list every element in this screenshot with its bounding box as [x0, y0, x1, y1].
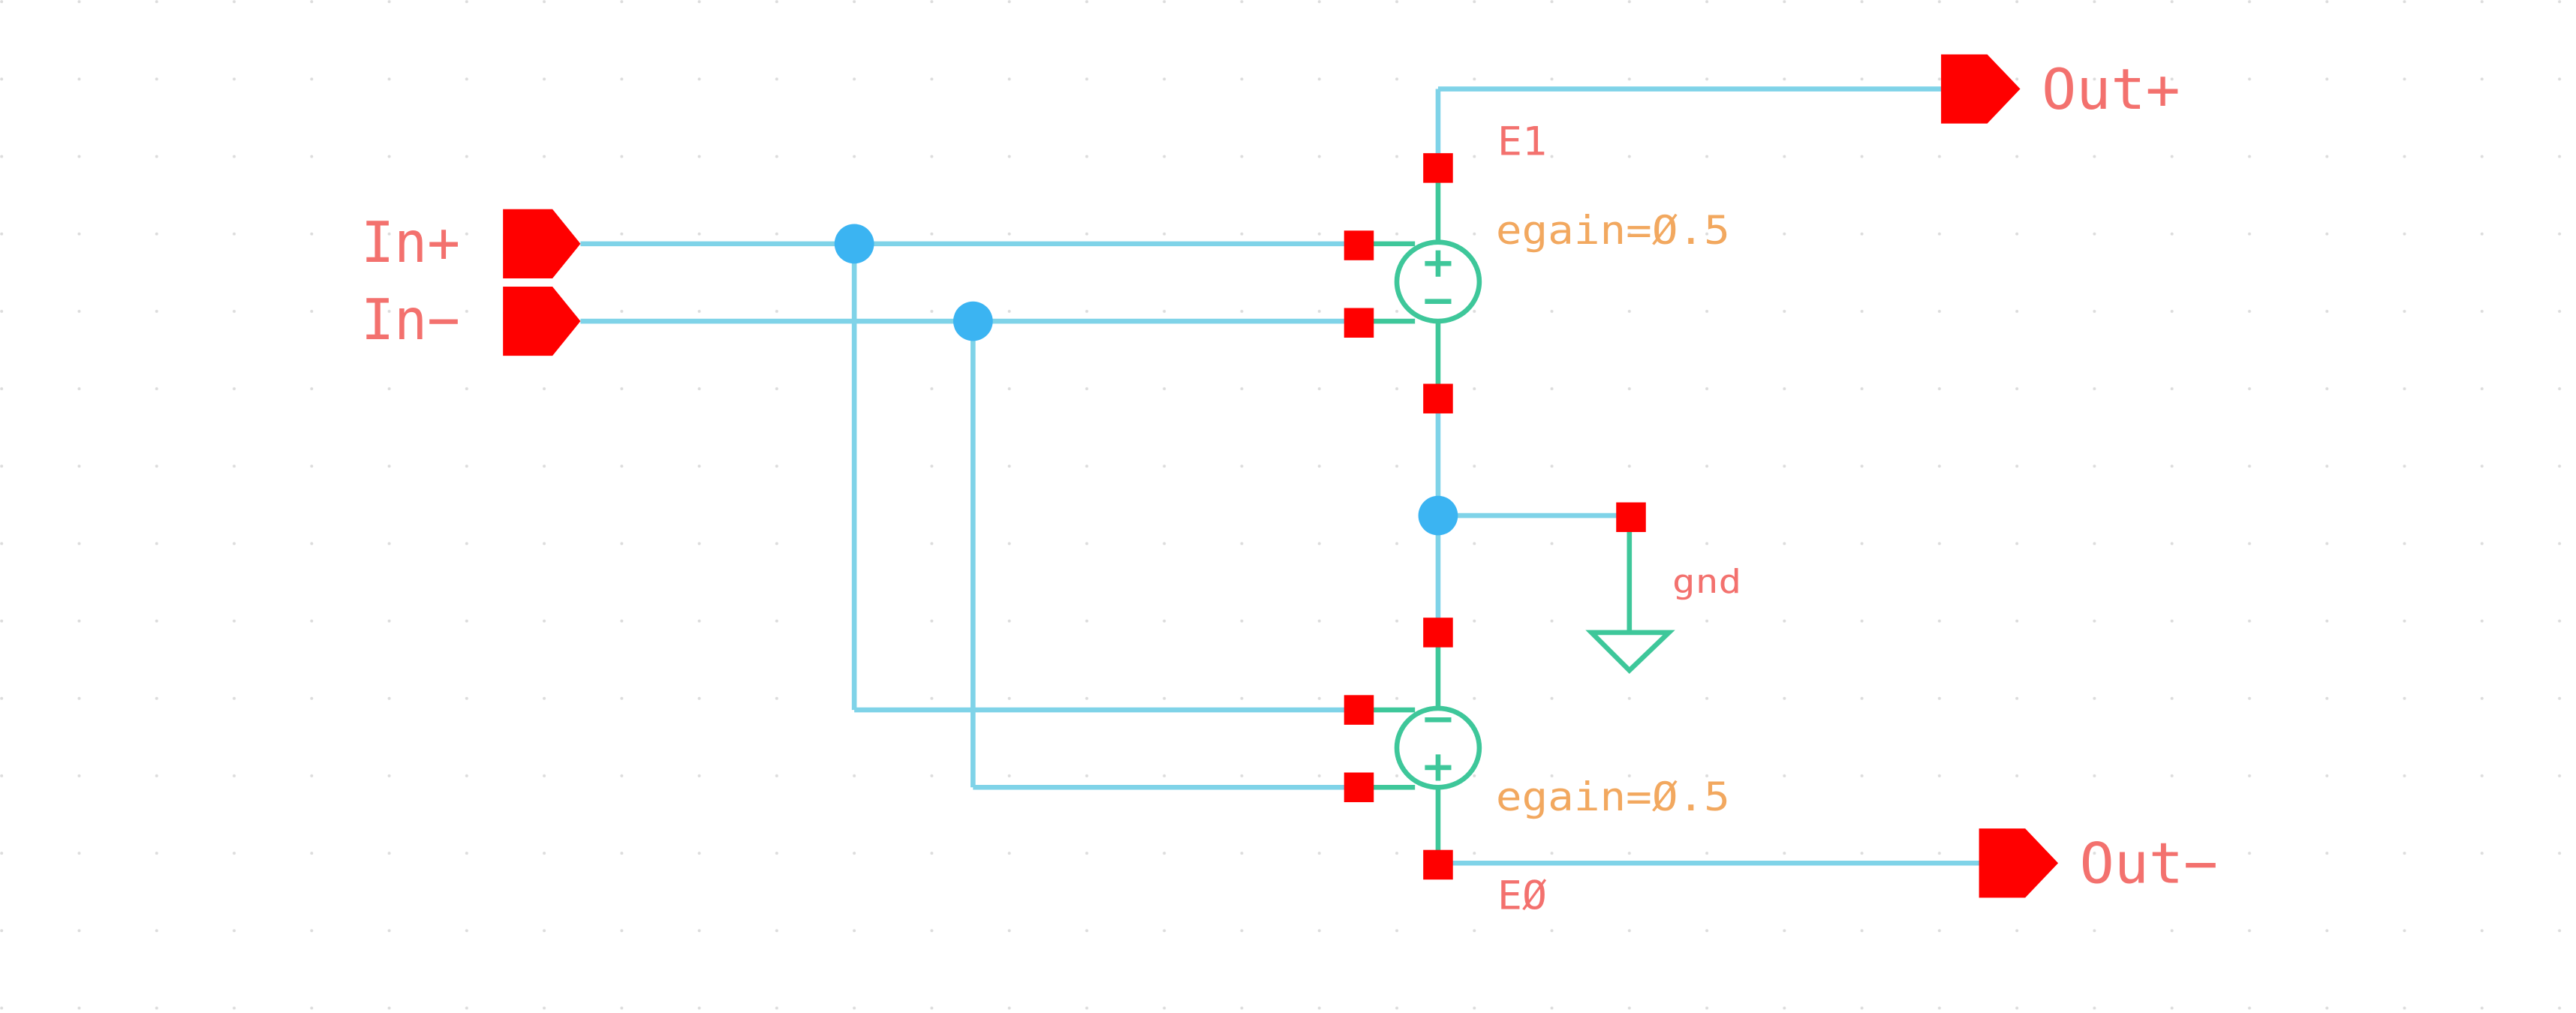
gnd-label: gnd — [1672, 563, 1741, 601]
pin-e1-ctrl-minus[interactable] — [1344, 308, 1374, 338]
pin-e1-out[interactable] — [1423, 153, 1453, 183]
pin-e0-ctrl-minus[interactable] — [1344, 695, 1374, 725]
port-out-plus-label: Out+ — [2042, 57, 2180, 122]
pin-e1-ref[interactable] — [1423, 383, 1453, 413]
e0-source-symbol — [1394, 705, 1482, 790]
pin-e0-out[interactable] — [1423, 849, 1453, 880]
junction-in-plus[interactable] — [834, 224, 874, 264]
pin-e0-ref[interactable] — [1423, 618, 1453, 648]
pin-e1-ctrl-plus[interactable] — [1344, 230, 1374, 260]
component-e1[interactable] — [1360, 166, 1482, 398]
junction-in-minus[interactable] — [952, 301, 993, 341]
pins — [1344, 153, 1646, 880]
e1-name-label: E1 — [1497, 119, 1547, 164]
e1-source-symbol — [1394, 239, 1482, 324]
junctions — [834, 224, 1458, 536]
e0-name-label: EØ — [1497, 873, 1547, 919]
ground-symbol[interactable] — [1585, 530, 1675, 675]
port-out-minus-label: Out− — [2080, 831, 2219, 897]
e1-gain-label: egain=Ø.5 — [1496, 208, 1730, 254]
ports — [503, 54, 2059, 898]
pin-gnd[interactable] — [1616, 502, 1646, 533]
wires — [580, 86, 1986, 866]
port-out-minus-icon[interactable] — [1979, 828, 2059, 898]
port-in-plus-label: In+ — [361, 210, 460, 275]
e0-gain-label: egain=Ø.5 — [1496, 774, 1730, 820]
junction-center[interactable] — [1418, 495, 1458, 536]
port-out-plus-icon[interactable] — [1941, 54, 2021, 124]
pin-e0-ctrl-plus[interactable] — [1344, 772, 1374, 803]
port-in-minus-label: In− — [361, 287, 460, 353]
port-in-plus-icon[interactable] — [503, 209, 581, 278]
port-in-minus-icon[interactable] — [503, 286, 581, 356]
